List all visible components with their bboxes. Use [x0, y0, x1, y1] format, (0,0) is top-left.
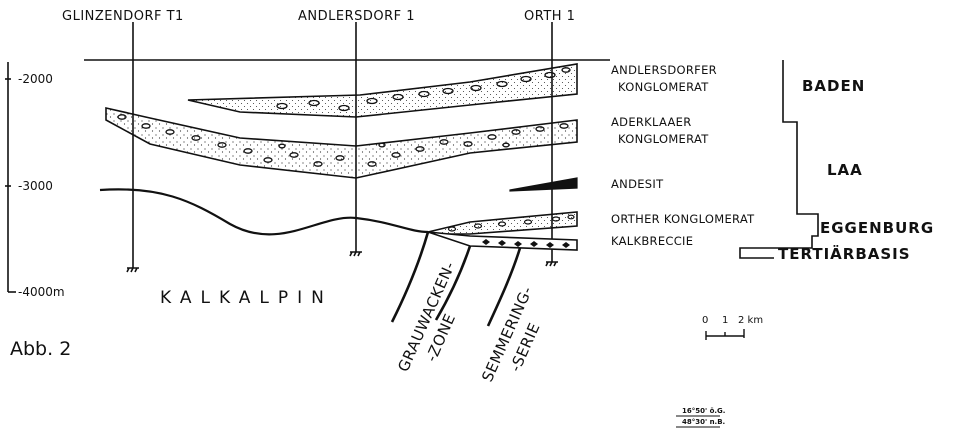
depth-label-3000: -3000	[18, 180, 53, 192]
depth-label-4000: -4000m	[18, 286, 65, 298]
aderklaaer-konglomerat-body	[106, 108, 577, 178]
location-stamp-latitude: 48°30' n.B.	[682, 419, 725, 426]
figure-label: Abb. 2	[10, 340, 71, 359]
scale-tick-0: 0	[702, 316, 708, 326]
unit-label-kalkbreccie: KALKBRECCIE	[611, 236, 693, 248]
unit-label-aderklaaer: ADERKLAAER	[611, 117, 692, 129]
depth-label-2000: -2000	[18, 73, 53, 85]
unit-label-andesit: ANDESIT	[611, 179, 663, 191]
andesit-body	[510, 178, 577, 191]
scale-tick-1: 1	[722, 316, 728, 326]
basement-surface	[100, 189, 428, 234]
stage-label-laa: LAA	[827, 163, 863, 178]
unit-label-orther-konglomerat: ORTHER KONGLOMERAT	[611, 214, 754, 226]
well-label-orth: ORTH 1	[524, 10, 575, 23]
depth-axis	[5, 62, 16, 292]
andlersdorfer-konglomerat-body	[188, 64, 577, 117]
unit-label-andlersdorfer-konglomerat: KONGLOMERAT	[618, 82, 709, 94]
well-label-glinzendorf: GLINZENDORF T1	[62, 10, 184, 23]
stage-label-tertiaerbasis: TERTIÄRBASIS	[778, 247, 911, 262]
unit-label-andlersdorfer: ANDLERSDORFER	[611, 65, 717, 77]
stage-label-eggenburg: EGGENBURG	[820, 221, 934, 236]
basement-label-kalkalpin: KALKALPIN	[160, 290, 333, 307]
scale-bar	[706, 329, 744, 340]
kalkbreccie-body	[428, 232, 577, 250]
well-label-andlersdorf: ANDLERSDORF 1	[298, 10, 415, 23]
unit-label-aderklaaer-konglomerat: KONGLOMERAT	[618, 134, 709, 146]
location-stamp-longitude: 16°50' ö.G.	[682, 408, 725, 415]
orther-konglomerat-body	[428, 212, 577, 234]
stage-label-baden: BADEN	[802, 79, 865, 94]
scale-tick-2km: 2 km	[738, 316, 763, 326]
